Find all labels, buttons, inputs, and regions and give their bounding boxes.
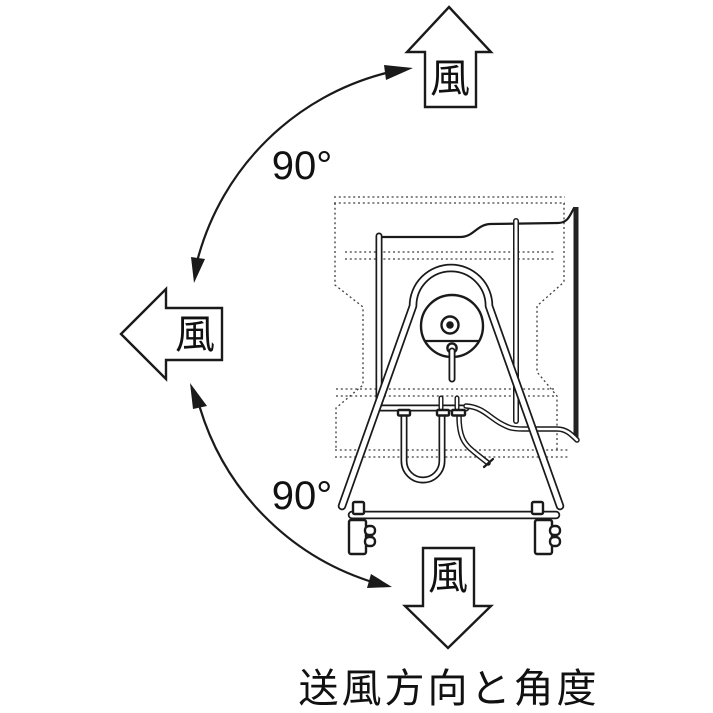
wind-up-arrow-shape <box>404 5 494 109</box>
caption: 送風方向と角度 <box>299 667 600 711</box>
arc-arrowhead-toward-left <box>191 257 205 283</box>
caster-left <box>347 518 377 556</box>
bottom-cable-run <box>463 403 580 443</box>
wind-arrow-down: 風 <box>402 546 494 650</box>
rotation-arc-upper <box>191 65 413 283</box>
wind-label-down: 風 <box>428 553 468 598</box>
tube-collars <box>396 408 467 417</box>
pivot-hub <box>419 293 485 383</box>
power-cord <box>456 413 495 469</box>
fan-housing-top-profile <box>380 206 576 239</box>
wind-arrow-left: 風 <box>119 286 224 382</box>
base-bolt-left <box>351 500 366 516</box>
mounting-studs <box>438 395 460 411</box>
arc-arrowhead-toward-left-2 <box>190 383 207 409</box>
caster-right <box>533 518 562 556</box>
wind-left-arrow-shape <box>119 286 224 382</box>
wind-arrow-up: 風 <box>404 5 494 109</box>
wind-label-up: 風 <box>430 56 470 101</box>
carry-handle-u-tube <box>400 409 446 484</box>
angle-label-lower: 90° <box>272 474 333 518</box>
fan-side-view-drawing <box>334 196 580 556</box>
angle-label-upper: 90° <box>272 144 333 188</box>
wind-label-left: 風 <box>175 312 215 357</box>
base-bolt-right <box>530 500 545 516</box>
fan-stand-a-frame <box>337 263 565 511</box>
arc-arrowhead-toward-down <box>367 574 392 588</box>
wind-down-arrow-shape <box>402 546 494 650</box>
rotation-arc-lower <box>190 383 392 588</box>
arc-arrowhead-toward-up <box>384 65 413 80</box>
